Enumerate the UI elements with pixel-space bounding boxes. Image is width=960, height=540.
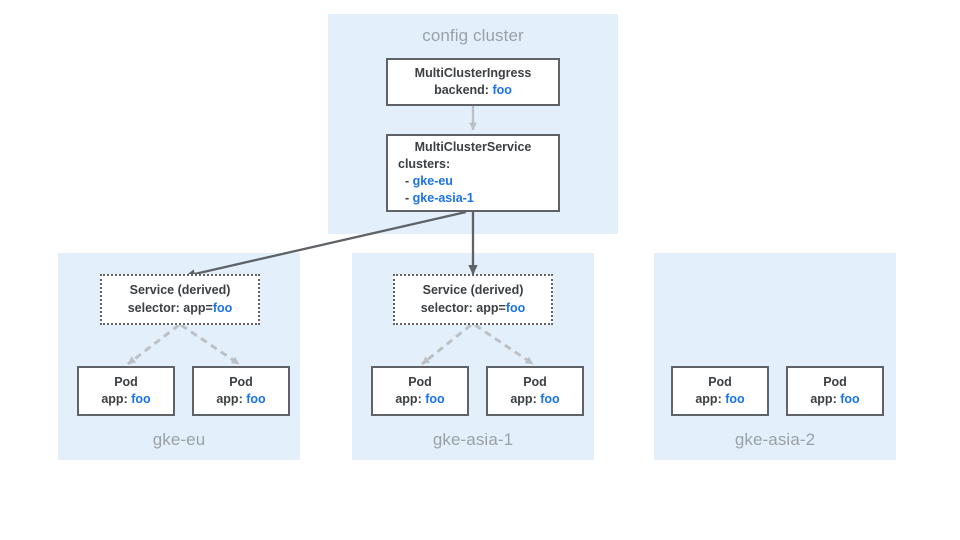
pod-title: Pod: [823, 374, 847, 389]
pod-app-value: foo: [246, 392, 266, 406]
service-derived-selector-value: foo: [212, 300, 233, 315]
pod-app: app: foo: [101, 391, 150, 408]
pod-title: Pod: [523, 374, 547, 389]
node-pod[interactable]: Pod app: foo: [77, 366, 175, 416]
service-derived-selector: selector: app=foo: [421, 300, 526, 317]
service-derived-title: Service (derived): [129, 283, 231, 298]
multiclusterservice-cluster-item: - gke-asia-1: [388, 190, 474, 207]
pod-app-value: foo: [725, 392, 745, 406]
node-service-derived-gke-asia-1[interactable]: Service (derived) selector: app=foo: [393, 274, 553, 325]
node-pod[interactable]: Pod app: foo: [371, 366, 469, 416]
node-multiclusterservice[interactable]: MultiClusterService clusters: - gke-eu -…: [386, 134, 560, 212]
pod-app: app: foo: [810, 391, 859, 408]
multiclusterservice-cluster-item-value: gke-asia-1: [412, 191, 474, 206]
multiclusterservice-cluster-item: - gke-eu: [388, 173, 453, 190]
pod-app: app: foo: [510, 391, 559, 408]
service-derived-selector: selector: app=foo: [128, 300, 233, 317]
pod-title: Pod: [114, 374, 138, 389]
node-pod[interactable]: Pod app: foo: [192, 366, 290, 416]
pod-app: app: foo: [216, 391, 265, 408]
multiclusterservice-cluster-item-bullet: -: [405, 191, 410, 206]
pod-app-value: foo: [540, 392, 560, 406]
panel-gke-asia-2: gke-asia-2: [654, 253, 896, 460]
pod-app-label: app:: [101, 392, 128, 406]
panel-config-cluster-label: config cluster: [422, 26, 524, 45]
pod-app-label: app:: [395, 392, 422, 406]
multiclusteringress-backend-label: backend:: [434, 83, 489, 97]
node-pod[interactable]: Pod app: foo: [671, 366, 769, 416]
panel-gke-eu-label: gke-eu: [152, 430, 206, 449]
pod-title: Pod: [708, 374, 732, 389]
pod-app-label: app:: [216, 392, 243, 406]
node-pod[interactable]: Pod app: foo: [786, 366, 884, 416]
pod-app-value: foo: [131, 392, 151, 406]
multiclusterservice-title: MultiClusterService: [414, 139, 532, 154]
pod-app-label: app:: [810, 392, 837, 406]
panel-gke-asia-1: gke-asia-1: [352, 253, 594, 460]
multiclusteringress-backend: backend: foo: [434, 82, 512, 99]
pod-app-label: app:: [510, 392, 537, 406]
panel-gke-asia-2-label: gke-asia-2: [734, 430, 816, 449]
service-derived-selector-label: selector: app=: [127, 300, 213, 315]
pod-app: app: foo: [395, 391, 444, 408]
node-multiclusteringress[interactable]: MultiClusterIngress backend: foo: [386, 58, 560, 106]
node-pod[interactable]: Pod app: foo: [486, 366, 584, 416]
multiclusteringress-backend-value: foo: [492, 83, 512, 97]
multiclusterservice-cluster-item-bullet: -: [405, 174, 410, 188]
pod-title: Pod: [408, 374, 432, 389]
service-derived-title: Service (derived): [422, 283, 524, 298]
pod-app-value: foo: [840, 392, 860, 406]
node-service-derived-gke-eu[interactable]: Service (derived) selector: app=foo: [100, 274, 260, 325]
multiclusterservice-cluster-item-value: gke-eu: [412, 174, 453, 188]
multiclusteringress-title: MultiClusterIngress: [414, 65, 532, 80]
multiclusterservice-clusters-label: clusters:: [398, 156, 451, 171]
pod-app-label: app:: [695, 392, 722, 406]
pod-app: app: foo: [695, 391, 744, 408]
pod-title: Pod: [229, 374, 253, 389]
panel-gke-asia-1-label: gke-asia-1: [432, 430, 514, 449]
service-derived-selector-label: selector: app=: [420, 300, 506, 315]
pod-app-value: foo: [425, 392, 445, 406]
service-derived-selector-value: foo: [505, 300, 526, 315]
